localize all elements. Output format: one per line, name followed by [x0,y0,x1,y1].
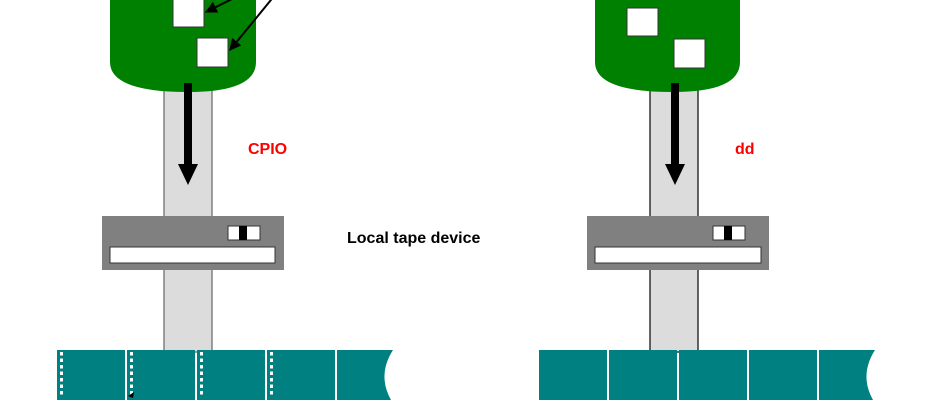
tape-drive-icon [102,216,284,270]
perforation-mark [60,352,63,356]
tape-block [267,350,335,400]
perforation-mark [130,358,133,362]
perforation-mark [270,378,273,382]
perforation-mark [60,365,63,369]
perforation-mark [270,391,273,395]
tape-drive-icon [587,216,769,270]
tape-block [609,350,677,400]
tape-block [127,350,195,400]
tape-block [749,350,817,400]
perforation-mark [270,365,273,369]
perforation-mark [130,378,133,382]
perforation-mark [200,391,203,395]
perforation-mark [270,384,273,388]
device-label: Local tape device [347,230,481,247]
arrow-down-icon [178,83,198,185]
method-label-cpio: CPIO [248,141,288,158]
perforation-mark [130,384,133,388]
perforation-mark [200,358,203,362]
perforation-mark [60,378,63,382]
tape-block [197,350,265,400]
disk-icon [595,0,740,92]
tape-block [539,350,607,400]
perforation-mark [200,378,203,382]
perforation-mark [270,352,273,356]
perforation-mark [200,365,203,369]
perforation-mark [270,358,273,362]
tape-block [819,350,875,400]
perforation-mark [200,384,203,388]
perforation-mark [60,384,63,388]
perforation-mark [200,371,203,375]
perforation-mark [60,358,63,362]
perforation-mark [130,391,133,395]
tape-block [679,350,747,400]
perforation-mark [60,371,63,375]
perforation-mark [130,365,133,369]
perforation-mark [130,352,133,356]
perforation-mark [270,371,273,375]
disk-icon [110,0,273,92]
tape-block [57,350,125,400]
arrow-down-icon [665,83,685,185]
perforation-mark [130,371,133,375]
perforation-mark [60,391,63,395]
tape-strip-icon [57,350,393,400]
method-label-dd: dd [735,141,755,158]
tape-strip-icon [539,350,875,400]
pointer-arrow [128,392,134,398]
tape-block [337,350,393,400]
perforation-mark [200,352,203,356]
